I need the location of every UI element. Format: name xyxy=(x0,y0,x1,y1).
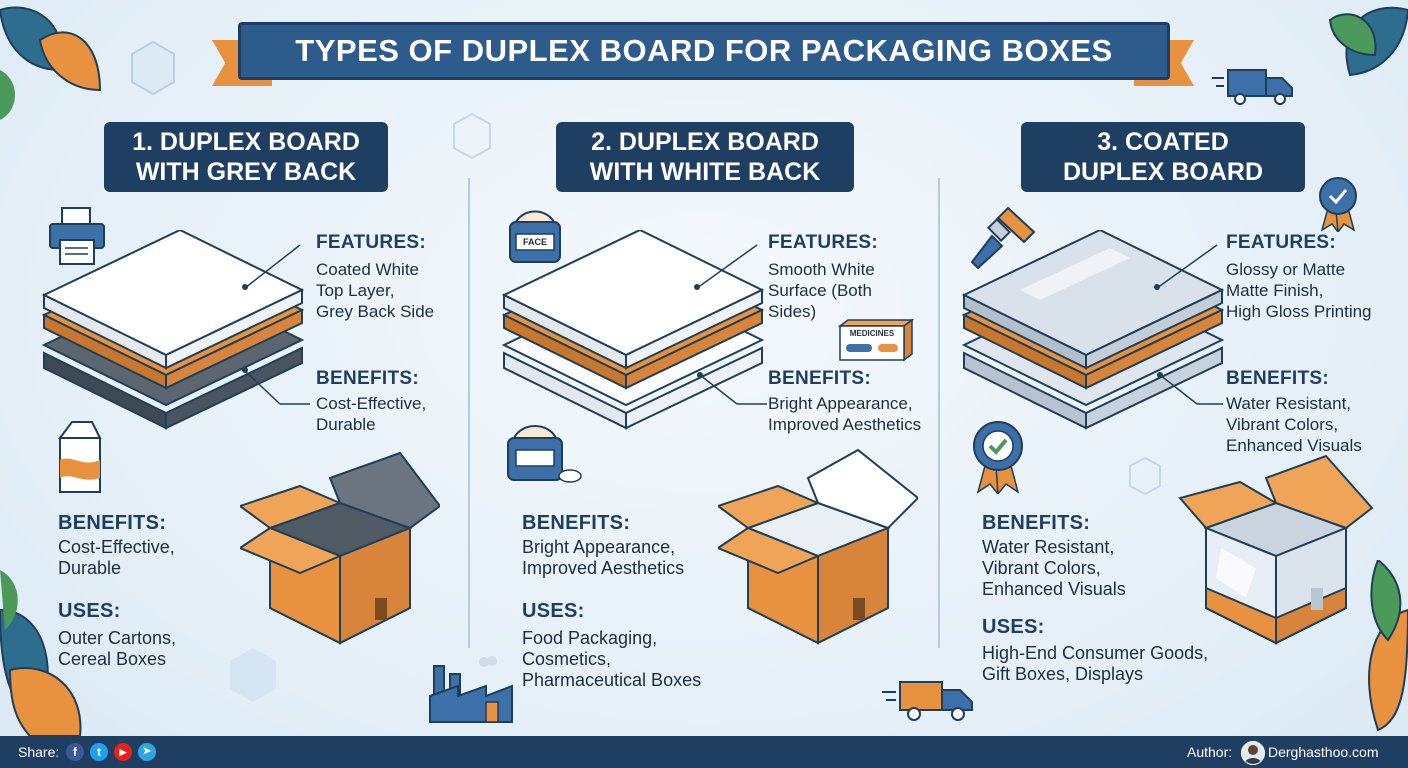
heading-line: DUPLEX BOARD xyxy=(1062,158,1263,186)
medicine-box-icon: MEDICINES xyxy=(838,318,914,362)
telegram-icon[interactable]: ➤ xyxy=(138,743,156,761)
callout-lines xyxy=(697,244,767,405)
features-line: Smooth White xyxy=(768,260,875,279)
benefits-label: BENEFITS: xyxy=(58,512,167,534)
features-line: Surface (Both xyxy=(768,281,872,300)
benefits-line: Bright Appearance, xyxy=(522,537,676,557)
paint-brush-icon xyxy=(970,206,1036,270)
uses-label: USES: xyxy=(58,600,121,622)
open-box-white-interior xyxy=(718,448,918,645)
leaf-decoration-top-right xyxy=(1328,6,1408,77)
coated-board-layers xyxy=(961,230,1225,430)
youtube-icon[interactable]: ▶ xyxy=(114,743,132,761)
features-line: Sides) xyxy=(768,302,817,321)
features-line: Grey Back Side xyxy=(316,302,435,321)
hexagon-decoration xyxy=(131,40,175,96)
quality-badge-icon xyxy=(973,421,1023,494)
column-1-heading: 1. DUPLEX BOARD WITH GREY BACK xyxy=(104,122,388,192)
factory-icon xyxy=(429,656,513,723)
features-line: Glossy or Matte xyxy=(1226,260,1346,279)
leaf-decoration-top-left xyxy=(0,6,102,120)
delivery-truck-icon xyxy=(882,681,973,721)
heading-line: WITH WHITE BACK xyxy=(589,158,821,186)
uses-line: High-End Consumer Goods, xyxy=(982,643,1209,663)
heading-line: 1. DUPLEX BOARD xyxy=(132,128,360,156)
heading-line: 2. DUPLEX BOARD xyxy=(591,128,819,156)
benefits-line: Bright Appearance, xyxy=(768,394,913,413)
grey-back-board-layers xyxy=(41,230,305,430)
white-back-board-layers xyxy=(501,230,765,430)
features-line: Matte Finish, xyxy=(1226,281,1324,300)
features-label: FEATURES: xyxy=(1226,232,1337,253)
footer-bar: Share: f t ▶ ➤ Author: Derghasthoo.com xyxy=(0,736,1408,768)
benefits-line: Cost-Effective, xyxy=(58,537,175,557)
callout-lines xyxy=(1157,244,1223,405)
column-divider xyxy=(468,178,470,648)
column-3-heading: 3. COATED DUPLEX BOARD xyxy=(1021,122,1305,192)
award-badge-icon xyxy=(1319,177,1357,232)
heading-line: WITH GREY BACK xyxy=(135,158,357,186)
benefits-line: Improved Aesthetics xyxy=(768,415,922,434)
heading-line: 3. COATED xyxy=(1097,128,1229,156)
box-label: MEDICINES xyxy=(849,329,895,338)
face-cream-jar-icon: FACE xyxy=(506,206,564,264)
benefits-label: BENEFITS: xyxy=(982,512,1091,534)
benefits-line: Enhanced Visuals xyxy=(982,579,1126,599)
uses-label: USES: xyxy=(982,616,1045,638)
benefits-line: Cost-Effective, xyxy=(316,394,427,413)
benefits-label: BENEFITS: xyxy=(768,368,871,389)
benefits-line: Enhanced Visuals xyxy=(1226,436,1362,455)
uses-line: Outer Cartons, xyxy=(58,628,177,648)
benefits-label: BENEFITS: xyxy=(316,368,419,389)
hexagon-decoration xyxy=(453,112,491,160)
page-title: TYPES OF DUPLEX BOARD FOR PACKAGING BOXE… xyxy=(238,22,1170,80)
callout-lines xyxy=(244,244,310,405)
uses-line: Food Packaging, xyxy=(522,628,658,648)
uses-line: Pharmaceutical Boxes xyxy=(522,670,702,690)
jar-label: FACE xyxy=(522,237,547,247)
features-line: High Gloss Printing xyxy=(1226,302,1372,321)
benefits-line: Durable xyxy=(58,558,122,578)
features-line: Top Layer, xyxy=(316,281,395,300)
open-box-glossy xyxy=(1178,454,1374,645)
hexagon-decoration xyxy=(1129,456,1161,496)
facebook-icon[interactable]: f xyxy=(66,743,84,761)
hexagon-decoration xyxy=(230,648,276,702)
benefits-line: Durable xyxy=(316,415,376,434)
benefits-line: Water Resistant, xyxy=(1226,394,1352,413)
twitter-icon[interactable]: t xyxy=(90,743,108,761)
benefits-label: BENEFITS: xyxy=(1226,368,1329,389)
uses-line: Cereal Boxes xyxy=(58,649,167,669)
leaf-decoration-bottom-right xyxy=(1368,560,1408,732)
author-site-link[interactable]: Derghasthoo.com xyxy=(1268,744,1379,760)
uses-line: Gift Boxes, Displays xyxy=(982,664,1144,684)
milk-carton-icon xyxy=(58,421,102,493)
benefits-line: Water Resistant, xyxy=(982,537,1115,557)
benefits-line: Improved Aesthetics xyxy=(522,558,685,578)
features-label: FEATURES: xyxy=(316,232,427,253)
benefits-line: Vibrant Colors, xyxy=(1226,415,1339,434)
benefits-label: BENEFITS: xyxy=(522,512,631,534)
cream-jar-icon xyxy=(507,425,582,483)
column-2-heading: 2. DUPLEX BOARD WITH WHITE BACK xyxy=(556,122,854,192)
column-divider xyxy=(938,178,940,648)
leaf-decoration-bottom-left xyxy=(0,570,82,736)
features-line: Coated White xyxy=(316,260,419,279)
delivery-truck-icon xyxy=(1212,69,1293,105)
features-label: FEATURES: xyxy=(768,232,879,253)
open-box-grey-interior xyxy=(240,451,440,645)
author-label: Author: xyxy=(1187,744,1233,760)
uses-label: USES: xyxy=(522,600,585,622)
uses-line: Cosmetics, xyxy=(522,649,612,669)
share-label: Share: xyxy=(18,744,60,760)
benefits-line: Vibrant Colors, xyxy=(982,558,1101,578)
avatar xyxy=(1241,741,1265,765)
printer-icon xyxy=(49,207,105,265)
